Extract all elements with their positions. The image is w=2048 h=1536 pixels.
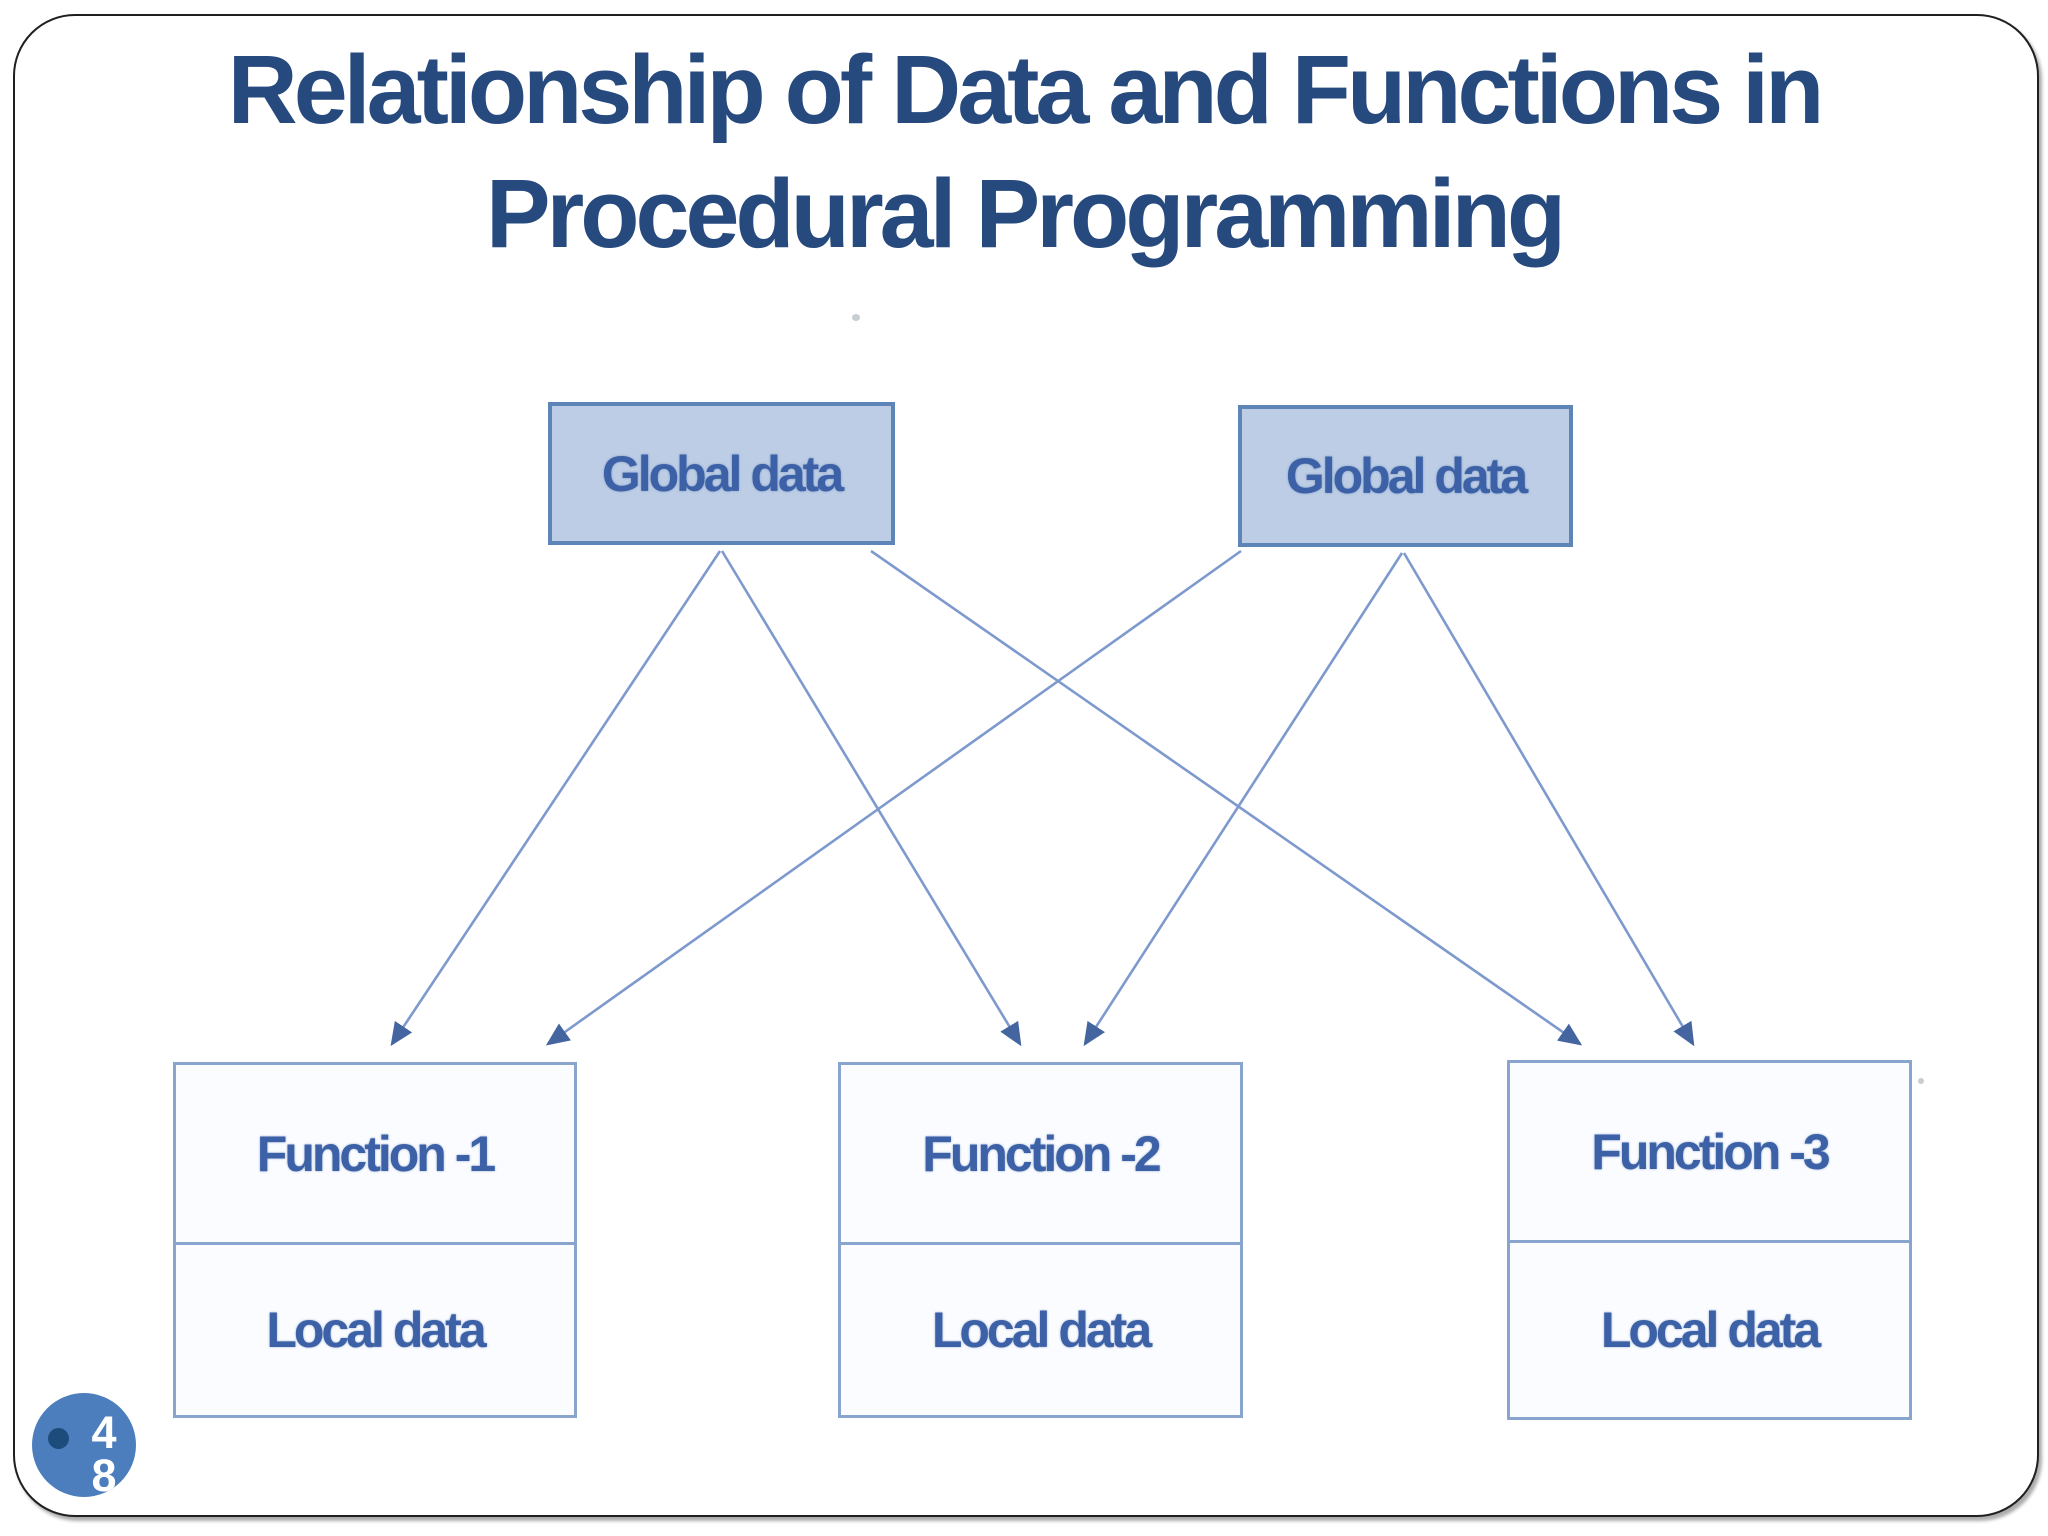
function-name-label: Function -3 <box>1591 1123 1830 1180</box>
function-title-compartment: Function -3 <box>1510 1063 1909 1243</box>
function-box-1: Function -1 Local data <box>173 1062 577 1418</box>
scan-speck <box>1918 1078 1924 1084</box>
arrow-global-data-1-to-function-2 <box>720 550 1022 1047</box>
local-data-label: Local data <box>1600 1302 1821 1358</box>
scan-speck <box>852 314 860 321</box>
arrow-global-data-2-to-function-3 <box>1402 552 1695 1047</box>
function-box-3: Function -3 Local data <box>1507 1060 1912 1420</box>
local-data-compartment: Local data <box>1510 1243 1909 1417</box>
arrow-global-data-2-to-function-2 <box>1083 552 1404 1047</box>
function-title-compartment: Function -1 <box>176 1065 574 1245</box>
global-data-label: Global data <box>601 445 844 502</box>
page-number-digit: 8 <box>91 1450 117 1497</box>
page-number-badge: 4 8 <box>32 1393 136 1497</box>
function-title-compartment: Function -2 <box>841 1065 1240 1245</box>
global-data-label: Global data <box>1285 448 1528 504</box>
title-line-2: Procedural Programming <box>485 159 1566 268</box>
local-data-label: Local data <box>931 1302 1152 1358</box>
local-data-compartment: Local data <box>176 1245 574 1415</box>
global-data-box-2: Global data <box>1238 405 1573 547</box>
bullet-dot-icon <box>48 1428 69 1449</box>
page-number: 4 8 <box>82 1407 126 1497</box>
function-name-label: Function -1 <box>256 1125 496 1182</box>
function-name-label: Function -2 <box>922 1125 1161 1182</box>
slide-title: Relationship of Data and Functions in Pr… <box>0 28 2048 276</box>
local-data-compartment: Local data <box>841 1245 1240 1415</box>
arrow-global-data-1-to-function-3 <box>870 549 1583 1046</box>
page-number-digit: 4 <box>91 1407 117 1458</box>
title-line-1: Relationship of Data and Functions in <box>227 35 1825 144</box>
arrow-global-data-1-to-function-1 <box>390 550 722 1047</box>
local-data-label: Local data <box>266 1302 486 1358</box>
global-data-box-1: Global data <box>548 402 895 545</box>
arrow-global-data-2-to-function-1 <box>545 549 1242 1046</box>
function-box-2: Function -2 Local data <box>838 1062 1243 1418</box>
